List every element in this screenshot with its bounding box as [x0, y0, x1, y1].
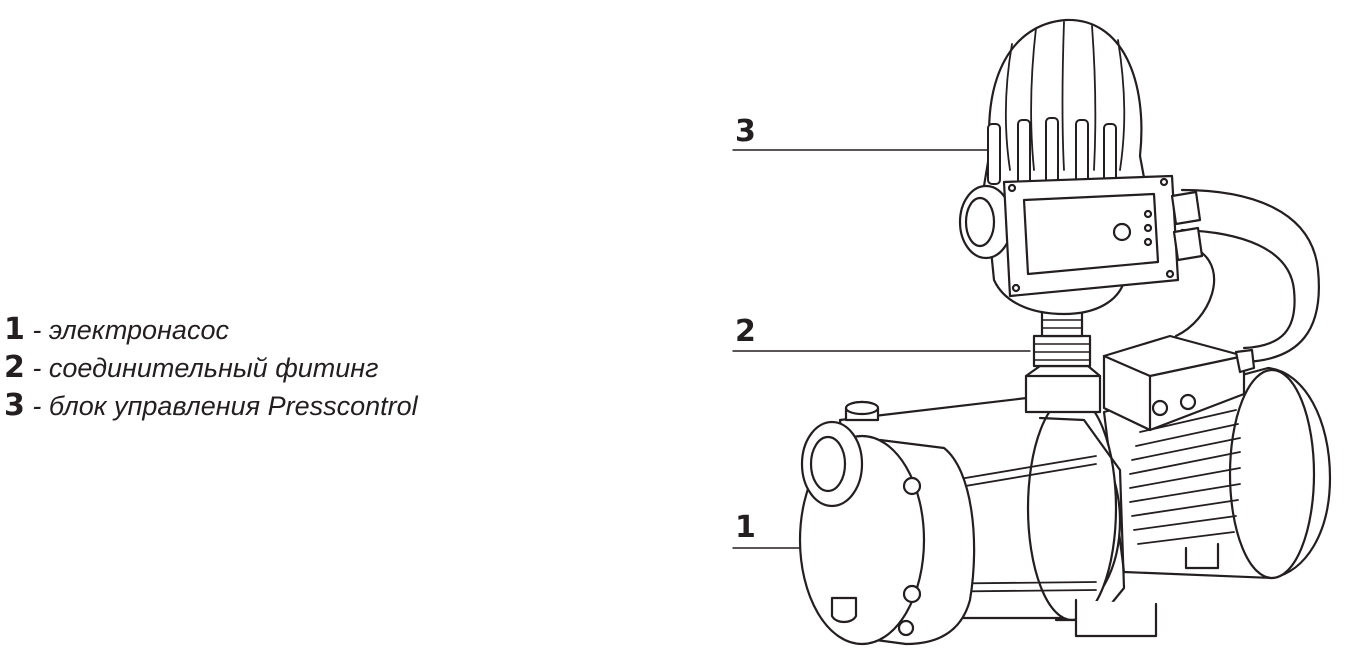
legend-label: блок управления Presscontrol: [48, 391, 418, 421]
legend-separator: -: [24, 391, 49, 421]
legend-item-electropump: 1 - электронасос: [4, 311, 418, 349]
legend-number: 3: [4, 388, 25, 423]
legend-separator: -: [24, 315, 49, 345]
legend-separator: -: [24, 353, 49, 383]
motor-cooling-fins: [1129, 409, 1241, 545]
power-cable: [1174, 188, 1320, 364]
terminal-box: [1102, 334, 1256, 432]
legend-label: соединительный фитинг: [48, 353, 379, 383]
callout-number-3: 3: [735, 114, 756, 149]
legend-item-control-unit: 3 - блок управления Presscontrol: [4, 387, 418, 425]
connection-fitting: [1024, 310, 1102, 414]
pump-head: [798, 400, 976, 646]
legend-list: 1 - электронасос 2 - соединительный фити…: [4, 311, 418, 425]
callout-number-1: 1: [735, 510, 756, 545]
legend-number: 1: [4, 312, 25, 347]
legend-item-fitting: 2 - соединительный фитинг: [4, 349, 418, 387]
legend-label: электронасос: [48, 315, 229, 345]
legend-number: 2: [4, 350, 25, 385]
presscontrol-unit: [958, 18, 1204, 316]
callout-number-2: 2: [735, 314, 756, 349]
